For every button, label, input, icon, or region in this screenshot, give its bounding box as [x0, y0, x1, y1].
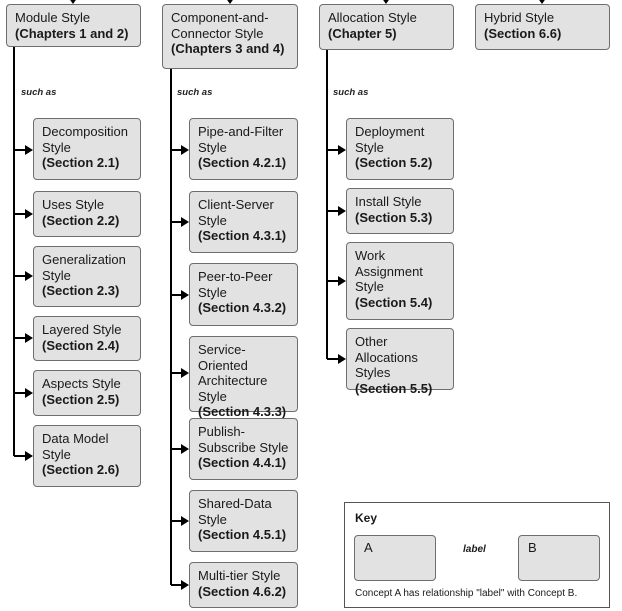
style-name: Service-Oriented Architecture Style	[198, 342, 268, 404]
style-name: Other Allocations Styles	[355, 334, 418, 380]
key-concept-b: B	[518, 535, 600, 581]
such-as-label: such as	[333, 87, 369, 98]
cc-style-item: Pipe-and-Filter Style (Section 4.2.1)	[189, 118, 298, 180]
allocation-style-section: (Chapter 5)	[328, 25, 397, 41]
style-section: (Section 4.2.1)	[198, 155, 287, 170]
module-style-box: Module Style (Chapters 1 and 2)	[6, 4, 141, 47]
cc-style-item: Service-Oriented Architecture Style (Sec…	[189, 336, 298, 419]
style-section: (Section 2.1)	[42, 155, 120, 170]
cc-style-box: Component-and-Connector Style (Chapters …	[162, 4, 298, 69]
style-section: (Section 5.5)	[355, 380, 433, 396]
arrowhead	[25, 145, 33, 155]
style-name: Aspects Style	[42, 376, 121, 391]
style-section: (Section 5.2)	[355, 155, 433, 170]
style-section: (Section 2.3)	[42, 283, 120, 298]
style-name: Generalization Style	[42, 252, 126, 283]
arrowhead	[25, 209, 33, 219]
cc-style-item: Peer-to-Peer Style (Section 4.3.2)	[189, 263, 298, 326]
key-title: Key	[355, 511, 378, 525]
style-section: (Section 2.4)	[42, 337, 120, 353]
key-relationship-label: label	[463, 544, 486, 555]
such-as-label: such as	[177, 87, 213, 98]
style-name: Peer-to-Peer Style	[198, 269, 273, 300]
arrowhead	[539, 0, 545, 4]
allocation-style-item: Install Style (Section 5.3)	[346, 188, 454, 234]
module-style-section: (Chapters 1 and 2)	[15, 25, 129, 41]
arrowhead	[338, 354, 346, 364]
style-name: Client-Server Style	[198, 197, 274, 228]
style-section: (Section 4.4.1)	[198, 455, 287, 470]
style-name: Work Assignment Style	[355, 248, 423, 294]
arrowhead	[181, 368, 189, 378]
arrowhead	[181, 145, 189, 155]
module-style-item: Data Model Style (Section 2.6)	[33, 425, 141, 487]
arrowhead	[181, 516, 189, 526]
module-style-item: Generalization Style (Section 2.3)	[33, 246, 141, 307]
style-name: Data Model Style	[42, 431, 109, 462]
style-section: (Section 4.6.2)	[198, 583, 287, 599]
cc-style-item: Shared-Data Style (Section 4.5.1)	[189, 490, 298, 552]
allocation-style-box: Allocation Style (Chapter 5)	[319, 4, 454, 50]
style-name: Multi-tier Style	[198, 568, 281, 583]
arrowhead	[338, 206, 346, 216]
allocation-style-name: Allocation Style	[328, 10, 417, 25]
style-name: Decomposition Style	[42, 124, 128, 155]
allocation-style-item: Work Assignment Style (Section 5.4)	[346, 242, 454, 320]
key-caption: Concept A has relationship "label" with …	[355, 588, 578, 599]
arrowhead	[227, 0, 233, 4]
arrowhead	[25, 388, 33, 398]
hybrid-style-name: Hybrid Style	[484, 10, 555, 25]
style-section: (Section 5.4)	[355, 294, 433, 310]
cc-style-item: Multi-tier Style (Section 4.6.2)	[189, 562, 298, 608]
arrowhead	[25, 451, 33, 461]
arrowhead	[383, 0, 389, 4]
arrowhead	[338, 276, 346, 286]
arrowhead	[181, 217, 189, 227]
style-name: Publish-Subscribe Style	[198, 424, 289, 455]
allocation-style-item: Other Allocations Styles (Section 5.5)	[346, 328, 454, 396]
allocation-style-item: Deployment Style (Section 5.2)	[346, 118, 454, 180]
style-section: (Section 4.3.3)	[198, 404, 287, 419]
such-as-label: such as	[21, 87, 57, 98]
key-concept-a: A	[354, 535, 436, 581]
style-section: (Section 2.2)	[42, 212, 120, 228]
arrowhead	[25, 333, 33, 343]
style-section: (Section 4.3.1)	[198, 228, 287, 243]
hybrid-style-box: Hybrid Style (Section 6.6)	[475, 4, 610, 50]
style-name: Pipe-and-Filter Style	[198, 124, 284, 155]
module-style-item: Uses Style (Section 2.2)	[33, 191, 141, 237]
module-style-name: Module Style	[15, 10, 91, 25]
arrowhead	[181, 290, 189, 300]
arrowhead	[338, 145, 346, 155]
arrowhead	[70, 0, 76, 4]
style-name: Layered Style	[42, 322, 122, 337]
cc-style-item: Publish-Subscribe Style (Section 4.4.1)	[189, 418, 298, 480]
module-style-item: Aspects Style (Section 2.5)	[33, 370, 141, 416]
style-name: Install Style	[355, 194, 422, 209]
hybrid-style-section: (Section 6.6)	[484, 25, 562, 41]
module-style-item: Layered Style (Section 2.4)	[33, 316, 141, 361]
style-name: Shared-Data Style	[198, 496, 272, 527]
style-name: Deployment Style	[355, 124, 425, 155]
cc-style-section: (Chapters 3 and 4)	[171, 41, 285, 56]
module-style-item: Decomposition Style (Section 2.1)	[33, 118, 141, 180]
arrowhead	[181, 444, 189, 454]
style-section: (Section 2.5)	[42, 391, 120, 407]
style-section: (Section 4.5.1)	[198, 527, 287, 542]
style-section: (Section 5.3)	[355, 209, 433, 225]
cc-style-name: Component-and-Connector Style	[171, 10, 269, 41]
style-section: (Section 4.3.2)	[198, 300, 287, 315]
arrowhead	[181, 580, 189, 590]
style-name: Uses Style	[42, 197, 105, 212]
cc-style-item: Client-Server Style (Section 4.3.1)	[189, 191, 298, 253]
arrowhead	[25, 271, 33, 281]
style-section: (Section 2.6)	[42, 462, 120, 477]
